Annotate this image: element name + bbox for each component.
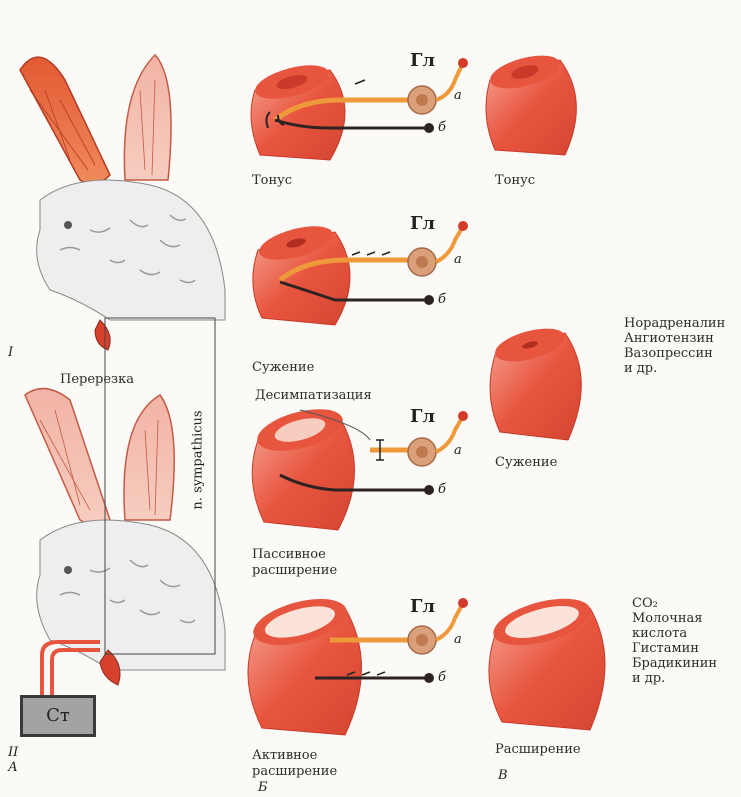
panel-v-label: В <box>498 768 508 783</box>
vessel-passive-dilation <box>252 401 354 530</box>
stimulator-label: Ст <box>23 698 93 734</box>
fiber-a-label-1: а <box>454 88 462 103</box>
vessel-active-dilation <box>248 590 362 735</box>
dilator-item: Брадикинин <box>632 656 717 671</box>
dilator-item: и др. <box>632 671 717 686</box>
vessel-v-narrowing <box>490 322 581 440</box>
panel-b-label: Б <box>258 780 268 795</box>
dilator-list: CO₂ Молочная кислота Гистамин Брадикинин… <box>632 596 717 686</box>
narrowing-label-1: Сужение <box>252 360 314 375</box>
fiber-b-label-1: б <box>438 120 446 135</box>
tonus-label-2: Тонус <box>495 173 535 188</box>
constrictor-item: и др. <box>624 361 725 376</box>
constrictor-item: Вазопрессин <box>624 346 725 361</box>
constrictor-list: Норадреналин Ангиотензин Вазопрессин и д… <box>624 316 725 376</box>
fiber-b-label-2: б <box>438 292 446 307</box>
roman-1: I <box>8 345 13 360</box>
vessel-v-tonus <box>486 49 576 155</box>
fiber-b-label-3: б <box>438 482 446 497</box>
dilator-item: Гистамин <box>632 641 717 656</box>
nerve-label: n. sympathicus <box>191 410 206 509</box>
constrictor-item: Норадреналин <box>624 316 725 331</box>
fiber-a-label-3: а <box>454 443 462 458</box>
panel-a-label: А <box>8 760 18 775</box>
desympathization-label: Десимпатизация <box>255 388 372 403</box>
active-dilation-label-1: Активное <box>252 748 317 763</box>
constrictor-item: Ангиотензин <box>624 331 725 346</box>
ganglion-label-4: Гл <box>410 596 435 617</box>
dilator-item: CO₂ <box>632 596 717 611</box>
dilator-item: кислота <box>632 626 717 641</box>
fiber-a-label-4: а <box>454 632 462 647</box>
passive-dilation-label-2: расширение <box>252 563 337 578</box>
ganglion-label-1: Гл <box>410 50 435 71</box>
cut-label: Перерезка <box>60 372 134 387</box>
stimulator-box: Ст <box>20 695 96 737</box>
fiber-a-label-2: а <box>454 252 462 267</box>
dilator-item: Молочная <box>632 611 717 626</box>
vessel-v-dilation <box>489 590 605 730</box>
tonus-label-1: Тонус <box>252 173 292 188</box>
passive-dilation-label-1: Пассивное <box>252 547 326 562</box>
roman-2: II <box>8 745 18 760</box>
active-dilation-label-2: расширение <box>252 764 337 779</box>
vessel-narrowing <box>253 220 350 325</box>
ganglion-label-2: Гл <box>410 213 435 234</box>
narrowing-label-2: Сужение <box>495 455 557 470</box>
ganglion-label-3: Гл <box>410 406 435 427</box>
fiber-b-label-4: б <box>438 670 446 685</box>
dilation-label: Расширение <box>495 742 581 757</box>
rabbit-top <box>20 55 225 350</box>
nerve-label-wrap: n. sympathicus <box>188 395 208 525</box>
